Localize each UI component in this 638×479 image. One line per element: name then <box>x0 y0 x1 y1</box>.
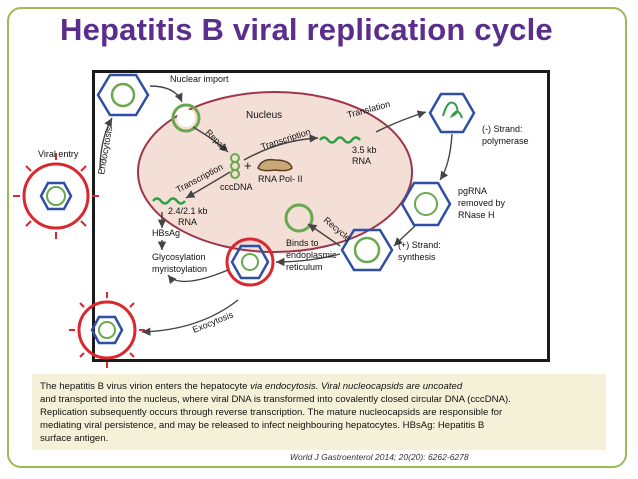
label-plus-strand: (+) Strand: <box>398 240 441 250</box>
virion-exocytosis <box>69 292 145 368</box>
capsid-minus-strand <box>428 92 476 134</box>
label-minus-strand: (-) Strand: <box>482 124 523 134</box>
capsid-recycle <box>284 203 314 233</box>
rna-wave-24 <box>152 197 186 205</box>
cccdna-circles <box>230 153 240 179</box>
label-pgrna: pgRNA <box>458 186 487 196</box>
label-removed-by: removed by <box>458 198 506 208</box>
capsid-top-left <box>96 73 150 117</box>
label-polymerase: polymerase <box>482 136 529 146</box>
capsid-pgrna <box>400 181 452 227</box>
label-rnase-h: RNase H <box>458 210 495 220</box>
label-binds-to: Binds to <box>286 238 319 248</box>
label-exocytosis: Exocytosis <box>191 309 235 335</box>
label-rna-24-size: 2.4/2.1 kb <box>168 206 208 216</box>
nucleus <box>137 91 413 253</box>
caption-line-5: surface antigen. <box>40 433 109 444</box>
label-reticulum: reticulum <box>286 262 323 272</box>
label-rna-24: RNA <box>178 217 197 227</box>
virion-entry <box>13 153 99 239</box>
caption-box: The hepatitis B virus virion enters the … <box>32 374 606 450</box>
rna-pol-ii <box>257 158 293 172</box>
caption-line-1-italic: via endocytosis. Viral nucleocapsids are… <box>250 381 463 392</box>
caption-line-1: The hepatitis B virus virion enters the … <box>40 380 598 393</box>
virion-assembled <box>225 237 275 287</box>
label-glycosylation: Glycosylation <box>152 252 206 262</box>
label-synthesis: synthesis <box>398 252 436 262</box>
label-myristoylation: myristoylation <box>152 264 207 274</box>
capsid-plus-strand <box>340 228 394 272</box>
label-rna-35: RNA <box>352 156 371 166</box>
reference-citation: World J Gastroenterol 2014; 20(20): 6262… <box>290 452 469 462</box>
capsid-nuclear <box>171 103 201 133</box>
caption-line-1-plain: The hepatitis B virus virion enters the … <box>40 381 251 392</box>
label-cccdna: cccDNA <box>220 182 253 192</box>
label-endocytosis: Endocytosis <box>96 125 114 175</box>
slide-title: Hepatitis B viral replication cycle <box>60 12 553 47</box>
caption-line-3: Replication subsequently occurs through … <box>40 407 503 418</box>
label-nuclear-import: Nuclear import <box>170 74 229 84</box>
label-hbsag: HBsAg <box>152 228 180 238</box>
label-endoplasmic: endoplasmic <box>286 250 337 260</box>
cycle-arrows <box>99 85 453 336</box>
rna-wave-35 <box>319 136 361 144</box>
label-rna-pol-ii: RNA Pol- II <box>258 174 303 184</box>
caption-line-4: mediating viral persistence, and may be … <box>40 420 485 431</box>
label-rna-35-size: 3.5 kb <box>352 145 377 155</box>
slide-frame <box>7 7 627 468</box>
label-viral-entry: Viral entry <box>38 149 79 159</box>
caption-line-2: and transported into the nucleus, where … <box>40 394 511 405</box>
label-plus-sign: + <box>244 158 252 173</box>
label-nucleus: Nucleus <box>246 110 282 121</box>
